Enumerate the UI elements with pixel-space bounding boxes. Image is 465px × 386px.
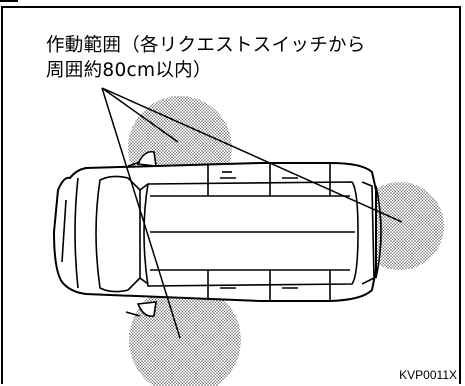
leader-lines: [101, 87, 403, 339]
back-door-zone: [356, 182, 444, 270]
figure-code: KVP0011X: [399, 368, 457, 382]
mirrors: [125, 150, 157, 318]
figure-border: [1, 6, 461, 384]
corner-tab: [0, 0, 18, 2]
caption-line-1: 作動範囲（各リクエストスイッチから: [46, 35, 366, 56]
caption-line-2: 周囲約80cm以内）: [46, 60, 212, 81]
vehicle-details: [61, 164, 382, 300]
front-door-right-zone: [129, 284, 241, 386]
